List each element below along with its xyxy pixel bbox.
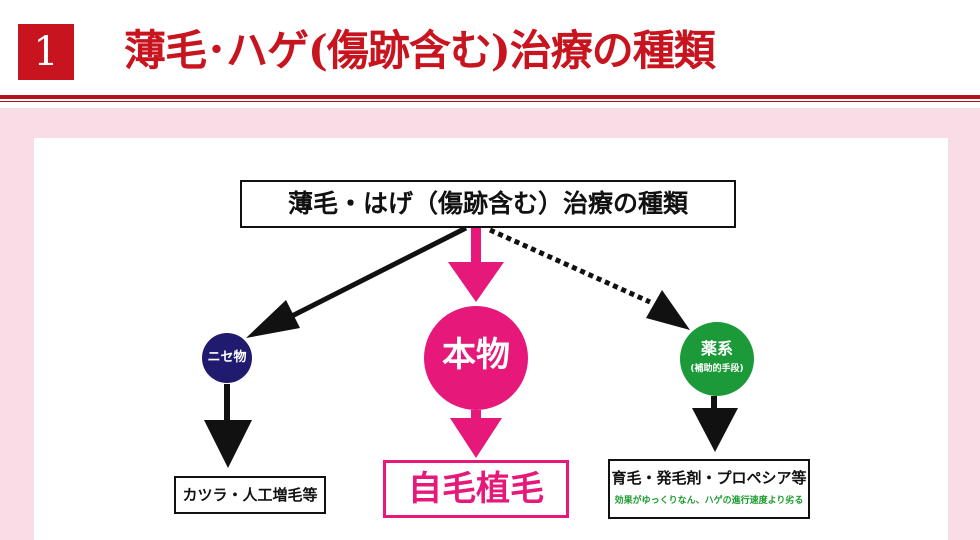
arrow-head-fake-down — [204, 420, 252, 468]
arrow-head-fake — [246, 300, 300, 338]
treatment-types-box: 薄毛・はげ（傷跡含む）治療の種類 — [240, 180, 736, 228]
wig-result-box: カツラ・人工増毛等 — [174, 476, 326, 514]
section-number-badge: 1 — [18, 24, 74, 80]
medicine-circle-sublabel: (補助的手段) — [690, 364, 744, 374]
page-header: 1 薄毛･ハゲ(傷跡含む)治療の種類 — [0, 0, 980, 102]
fake-circle: ニセ物 — [202, 333, 252, 383]
medication-result-box: 育毛・発毛剤・プロペシア等 効果がゆっくりなん、ハゲの進行速度より劣る — [608, 459, 810, 519]
medication-result-label: 育毛・発毛剤・プロペシア等 — [611, 469, 807, 487]
arrow-to-fake — [286, 225, 468, 321]
arrow-head-medicine — [646, 290, 690, 330]
page-title: 薄毛･ハゲ(傷跡含む)治療の種類 — [124, 26, 716, 75]
arrow-to-medicine — [488, 227, 652, 305]
arrow-head-medicine-down — [692, 408, 738, 452]
header-rule-thin — [0, 101, 980, 102]
medicine-circle: 薬系 (補助的手段) — [680, 322, 754, 396]
real-circle: 本物 — [424, 306, 528, 410]
arrow-head-real — [448, 262, 504, 302]
arrow-fake-down — [224, 384, 230, 424]
arrow-medicine-down — [711, 396, 717, 410]
arrow-real-down — [471, 410, 481, 424]
header-rule — [0, 95, 980, 99]
medicine-circle-label: 薬系 — [700, 339, 733, 358]
hair-transplant-box: 自毛植毛 — [383, 460, 569, 518]
arrow-head-real-down — [450, 418, 502, 458]
medication-result-note: 効果がゆっくりなん、ハゲの進行速度より劣る — [614, 496, 804, 506]
arrow-to-real — [471, 228, 481, 266]
